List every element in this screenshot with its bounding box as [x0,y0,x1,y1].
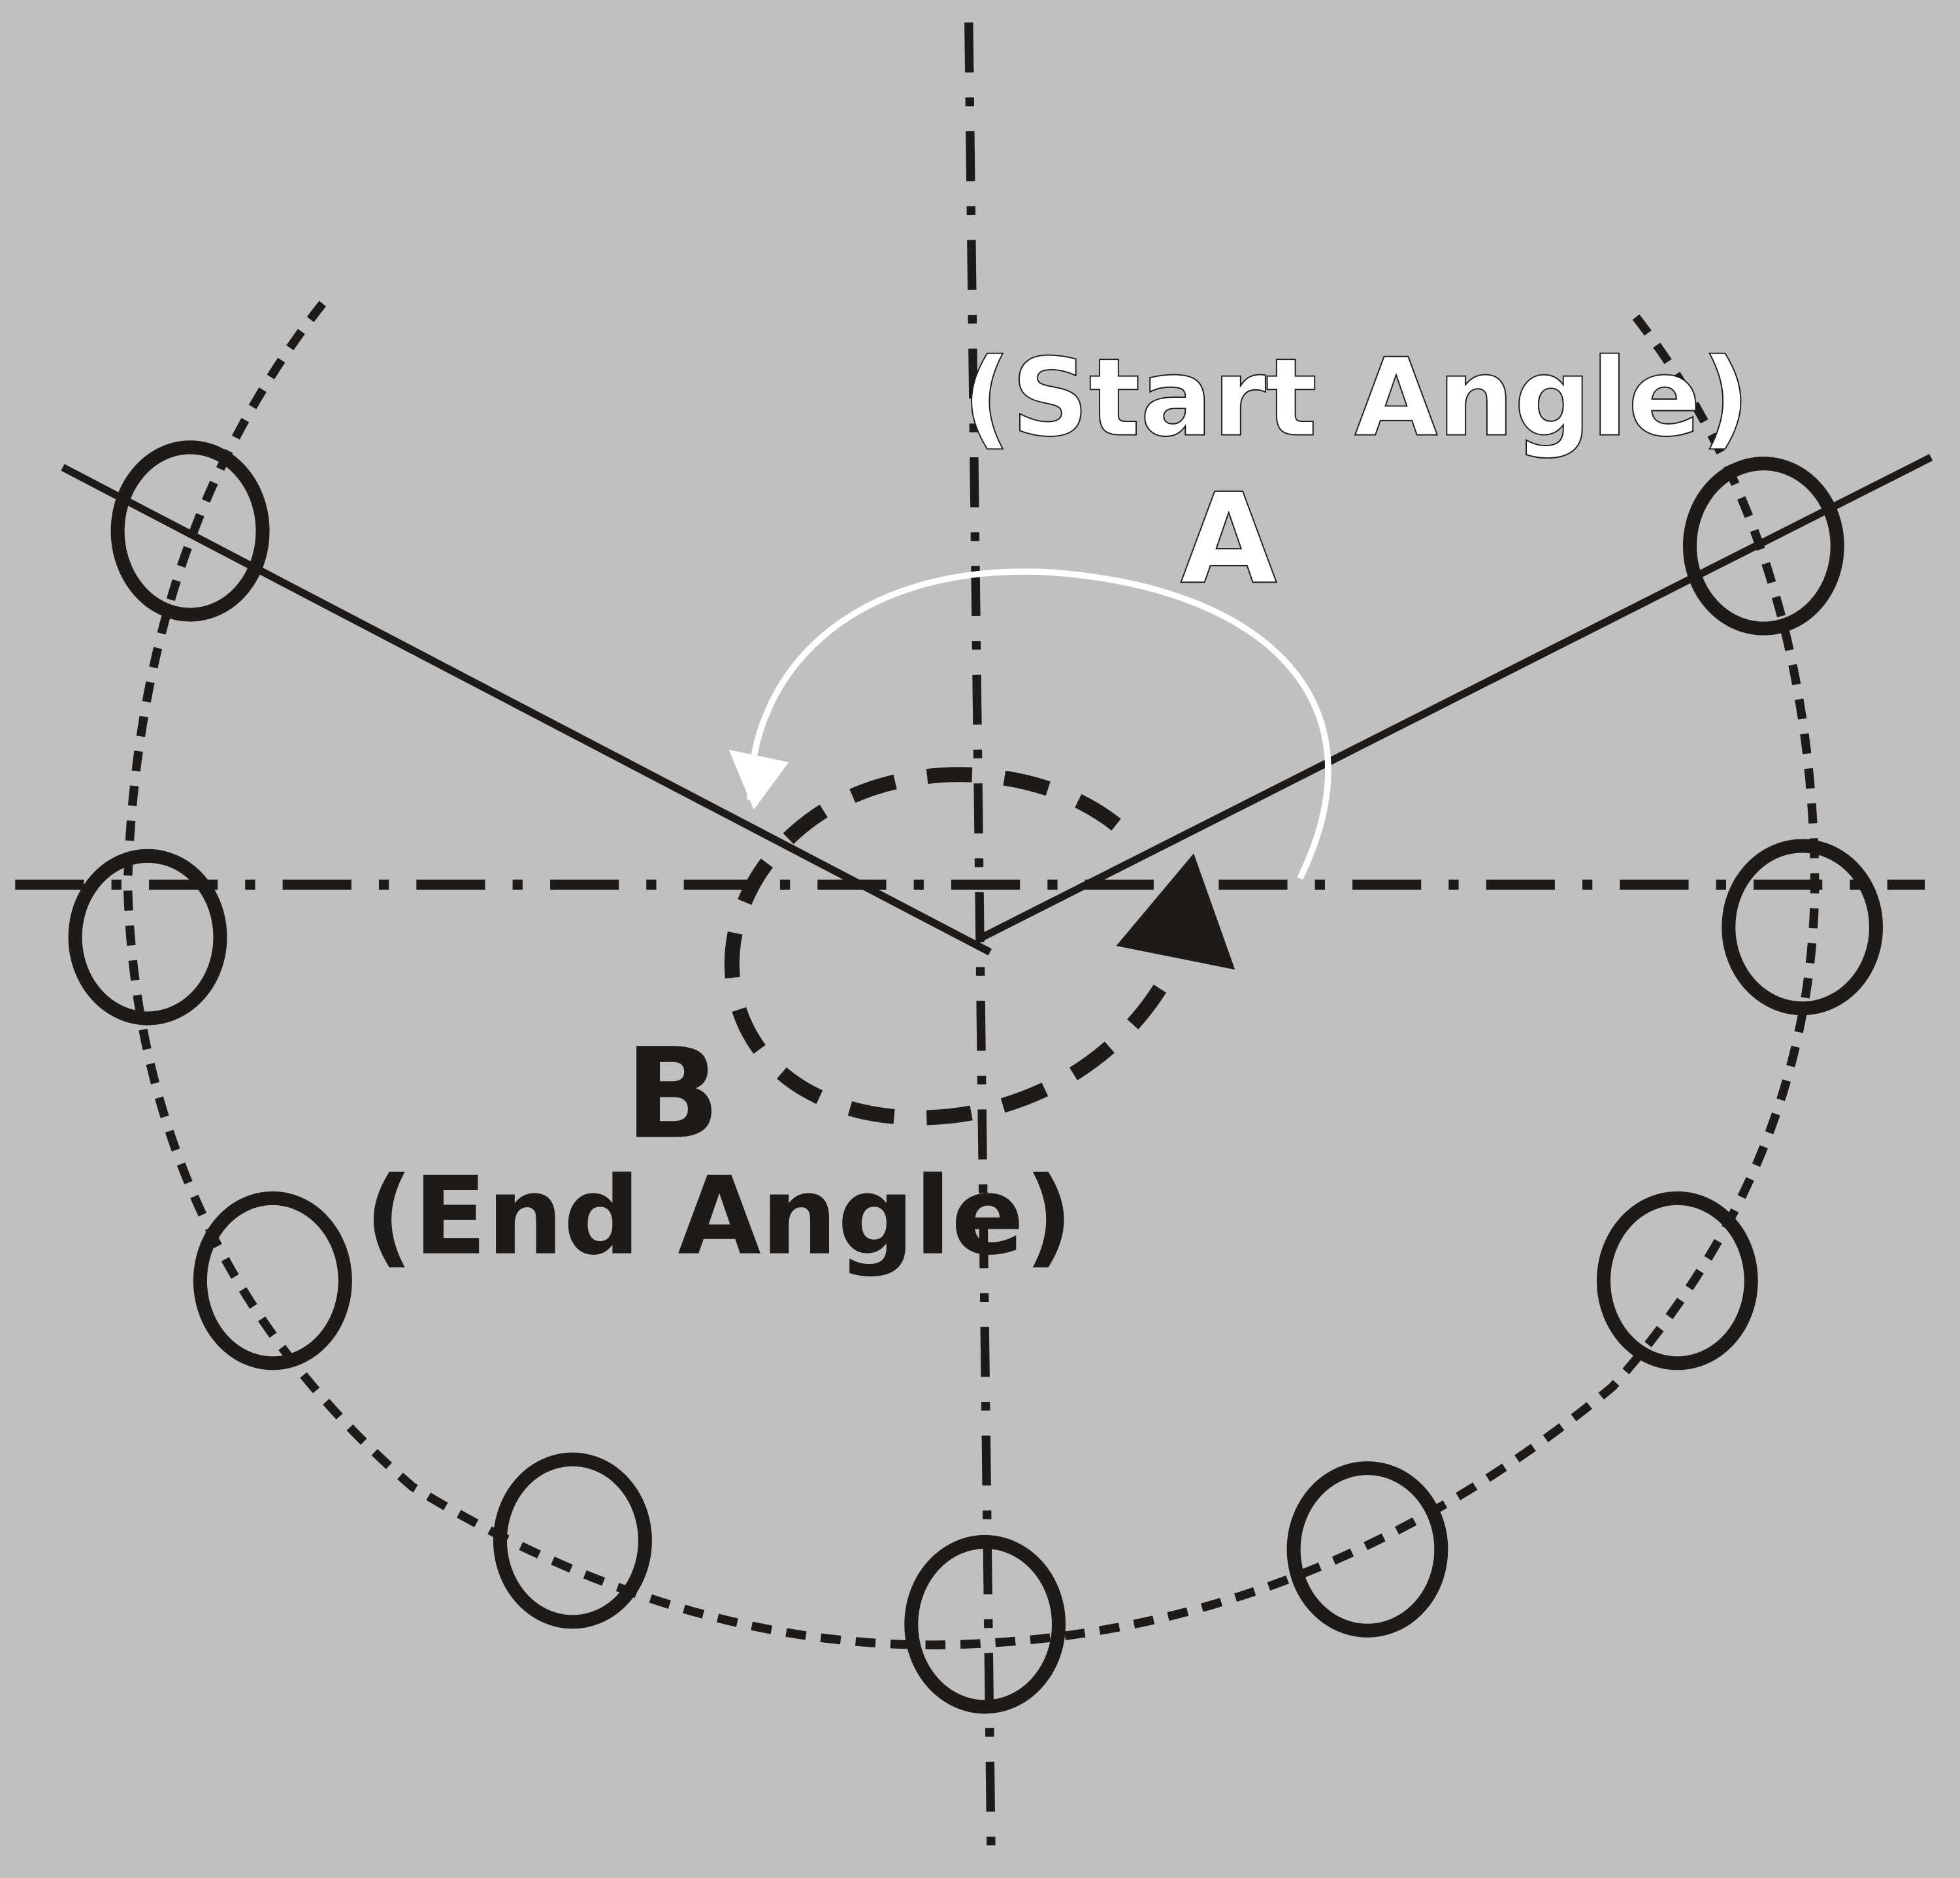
bolt-circle-path [123,300,1820,1649]
start-angle-arc [747,568,1331,880]
bolt-hole [1722,839,1884,1016]
start-ray-line [61,464,992,956]
bolt-hole [904,1534,1066,1714]
end-angle-arc [725,767,1182,1125]
end-ray-line [975,453,1933,943]
end-angle-label: (End Angle) [365,1154,1073,1279]
bolt-holes [68,440,1884,1714]
angle-a-label: A [1181,466,1277,612]
vertical-centerline [964,22,996,1862]
start-angle-arrowhead [728,749,789,810]
bolt-hole [1682,457,1844,636]
angle-b-label: B [625,1022,721,1167]
bolt-hole [493,1452,652,1629]
end-angle-arrowhead [1116,853,1235,970]
bolt-hole [193,1191,352,1370]
bolt-hole [1596,1191,1758,1370]
bolt-hole [68,849,227,1026]
bolt-hole [110,440,270,622]
start-angle-label: (Start Angle) [962,335,1750,461]
bolt-hole [1286,1461,1448,1638]
